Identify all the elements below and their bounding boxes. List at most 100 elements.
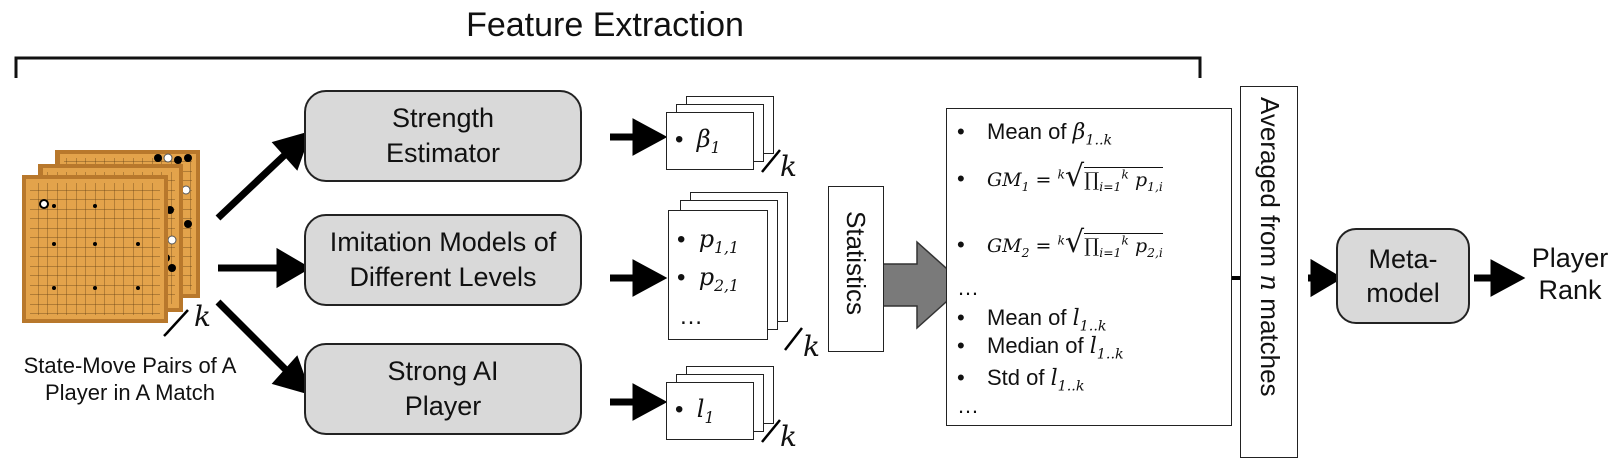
gm1-term: p <box>1134 169 1148 191</box>
k-label-input: k <box>194 300 211 333</box>
k-slash-input <box>163 309 189 337</box>
gm1-term-sub: 1,i <box>1147 179 1163 194</box>
mean-beta-sub: 1..k <box>1085 132 1113 149</box>
median-l-label: Median of <box>987 333 1084 358</box>
player-rank-line2: Rank <box>1538 275 1602 305</box>
k-slash-beta <box>761 149 781 173</box>
p21-symbol: p <box>698 263 715 291</box>
input-to-imitation-arrow <box>218 247 311 289</box>
p21-subscript: 2,1 <box>714 276 739 295</box>
gm1-prod-sup: k <box>1121 167 1129 182</box>
input-to-strength-arrow <box>215 130 312 221</box>
k-label-p: k <box>803 330 820 363</box>
mean-l-var: l <box>1072 306 1080 331</box>
beta-card-front: • β1 <box>666 112 754 170</box>
gm2-root-sign: √ <box>1065 225 1085 260</box>
statistics-label: Statistics <box>841 211 871 316</box>
mean-l-label: Mean of <box>987 305 1067 330</box>
beta-subscript: 1 <box>710 138 721 157</box>
beta-bullet: • <box>675 126 697 153</box>
feature-mean-l: •Mean of l1..k <box>957 305 1107 335</box>
feature-extraction-bracket <box>14 56 1202 78</box>
feature-ellipsis-2: … <box>957 393 979 418</box>
gm1-root-sign: √ <box>1065 159 1085 194</box>
gm2-label: GM <box>987 235 1022 257</box>
gm1-prod-sub: i=1 <box>1099 179 1122 194</box>
median-l-var: l <box>1089 334 1097 359</box>
gm2-prod-sup: k <box>1121 233 1129 248</box>
gm2-root-index: k <box>1057 233 1065 248</box>
feature-gm2: •GM2 = k√∏i=1k p2,i <box>957 225 1163 260</box>
p-card-front: • p1,1 • p2,1 … <box>668 210 768 340</box>
p11-symbol: p <box>698 225 715 253</box>
p11-subscript: 1,1 <box>714 238 739 257</box>
averaged-suffix: matches <box>1255 298 1285 397</box>
beta-item: • β1 <box>675 125 721 157</box>
p-ellipsis: … <box>679 303 703 330</box>
gm1-prod: ∏ <box>1084 169 1100 191</box>
averaged-label: Averaged from <box>1255 97 1285 268</box>
feature-list: •Mean of β1..k •GM1 = k√∏i=1k p1,i •GM2 … <box>957 109 1227 427</box>
mean-beta-var: β <box>1072 120 1086 145</box>
median-l-sub: 1..k <box>1096 346 1124 363</box>
imitation-models-box: Imitation Models of Different Levels <box>304 214 582 306</box>
std-l-var: l <box>1050 366 1058 391</box>
l-symbol: l <box>696 395 705 423</box>
gm2-eq: = <box>1035 235 1052 257</box>
p11-item: • p1,1 <box>677 225 739 257</box>
imitation-models-label: Imitation Models of Different Levels <box>329 227 557 292</box>
input-to-ai-arrow <box>215 299 312 396</box>
gm2-sub: 2 <box>1021 245 1030 260</box>
p21-item: • p2,1 <box>677 263 739 295</box>
beta-symbol: β <box>696 125 711 153</box>
gm1-root-index: k <box>1057 167 1065 182</box>
strong-ai-player-label: Strong AI Player <box>387 356 499 421</box>
feature-ellipsis-1: … <box>957 275 979 300</box>
l-subscript: 1 <box>704 408 715 427</box>
meta-model-box: Meta- model <box>1336 228 1470 324</box>
strength-estimator-box: Strength Estimator <box>304 90 582 182</box>
averaged-var: n <box>1254 274 1284 292</box>
feature-mean-beta: •Mean of β1..k <box>957 119 1113 149</box>
k-slash-l <box>761 419 781 443</box>
std-l-label: Std of <box>987 365 1045 390</box>
l-item: • l1 <box>675 395 714 427</box>
imitation-to-p-arrow <box>610 259 668 297</box>
gm2-term: p <box>1134 235 1148 257</box>
gm2-prod-sub: i=1 <box>1099 245 1122 260</box>
p21-bullet: • <box>677 264 699 291</box>
gm1-radicand: ∏i=1k p1,i <box>1084 167 1163 194</box>
strength-estimator-label: Strength Estimator <box>385 103 501 168</box>
feature-median-l: •Median of l1..k <box>957 333 1124 363</box>
k-label-beta: k <box>780 150 797 183</box>
gm1-sub: 1 <box>1021 179 1030 194</box>
gm1-eq: = <box>1035 169 1052 191</box>
averaged-to-meta-arrow <box>1308 258 1343 298</box>
gm2-term-sub: 2,i <box>1147 245 1163 260</box>
averaged-label-group: Averaged from n matches <box>1254 97 1285 397</box>
meta-model-line2: model <box>1366 278 1440 308</box>
std-l-sub: 1..k <box>1057 378 1085 395</box>
l-card-front: • l1 <box>666 382 754 440</box>
meta-model-line1: Meta- <box>1368 244 1438 274</box>
strong-ai-player-box: Strong AI Player <box>304 343 582 435</box>
l-bullet: • <box>675 396 697 423</box>
diagram-title: Feature Extraction <box>466 6 744 44</box>
mean-beta-label: Mean of <box>987 119 1067 144</box>
gm1-label: GM <box>987 169 1022 191</box>
p11-bullet: • <box>677 226 699 253</box>
player-rank-label: Player Rank <box>1520 242 1620 306</box>
feature-std-l: •Std of l1..k <box>957 365 1085 395</box>
meta-to-rank-arrow <box>1474 259 1526 297</box>
input-caption: State-Move Pairs of A Player in A Match <box>23 353 237 405</box>
ai-to-l-arrow <box>610 383 668 421</box>
averaged-box: Averaged from n matches <box>1240 86 1298 458</box>
k-label-l: k <box>780 420 797 453</box>
statistics-box: Statistics <box>828 186 884 352</box>
k-slash-p <box>784 327 803 351</box>
go-board-front <box>22 175 168 323</box>
go-board-stack <box>22 150 200 323</box>
gm2-radicand: ∏i=1k p2,i <box>1084 233 1163 260</box>
player-rank-line1: Player <box>1531 243 1609 273</box>
